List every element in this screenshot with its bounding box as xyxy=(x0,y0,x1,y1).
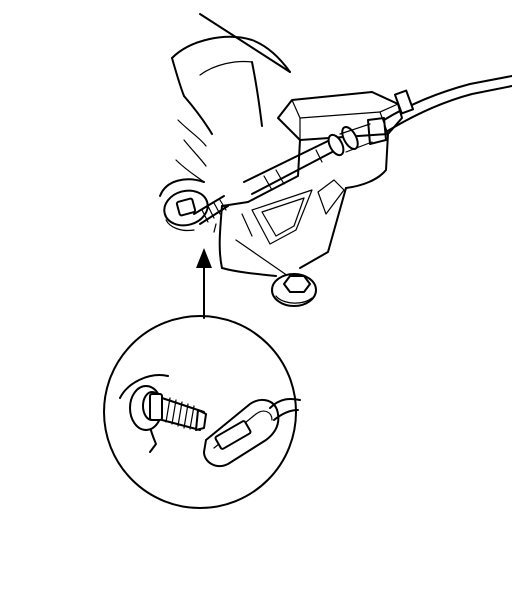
mounting-bracket xyxy=(218,179,347,277)
cable-end-bushing xyxy=(159,178,209,232)
shift-cable xyxy=(383,75,512,133)
pivot-bolt xyxy=(193,195,229,233)
steering-column-assembly xyxy=(171,13,403,203)
flange-nut xyxy=(271,273,317,307)
callout-arrow xyxy=(196,248,212,319)
detail-magnifier-circle xyxy=(103,315,301,509)
